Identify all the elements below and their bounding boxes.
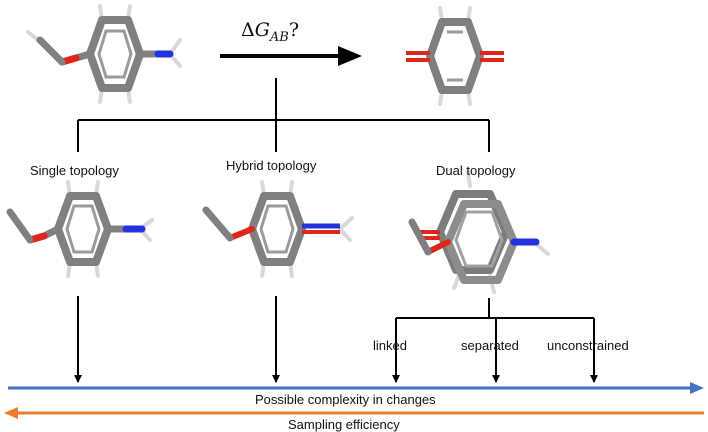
molecule-a: [26, 4, 182, 104]
ab-subscript: AB: [269, 29, 289, 45]
linked-label: linked: [373, 338, 407, 353]
g-symbol: G: [254, 19, 270, 41]
unconstrained-label: unconstrained: [547, 338, 629, 353]
dual-topology-label: Dual topology: [436, 163, 516, 178]
complexity-axis-label: Possible complexity in changes: [255, 392, 436, 407]
single-topology-molecule: [6, 180, 154, 278]
delta-symbol: Δ: [241, 19, 255, 41]
delta-g-label: ΔGAB?: [241, 19, 299, 45]
efficiency-axis-head: [4, 407, 18, 419]
efficiency-axis-label: Sampling efficiency: [288, 417, 400, 432]
question-mark: ?: [288, 19, 300, 41]
dual-topology-molecule: [408, 170, 550, 294]
topology-arrows: [74, 296, 598, 383]
separated-label: separated: [461, 338, 519, 353]
complexity-axis-head: [690, 382, 704, 394]
topology-tree: [77, 78, 490, 152]
reaction-arrowhead: [338, 46, 362, 66]
single-topology-label: Single topology: [30, 163, 119, 178]
hybrid-topology-label: Hybrid topology: [226, 158, 317, 173]
hybrid-topology-molecule: [202, 180, 354, 278]
molecule-b: [406, 6, 504, 106]
